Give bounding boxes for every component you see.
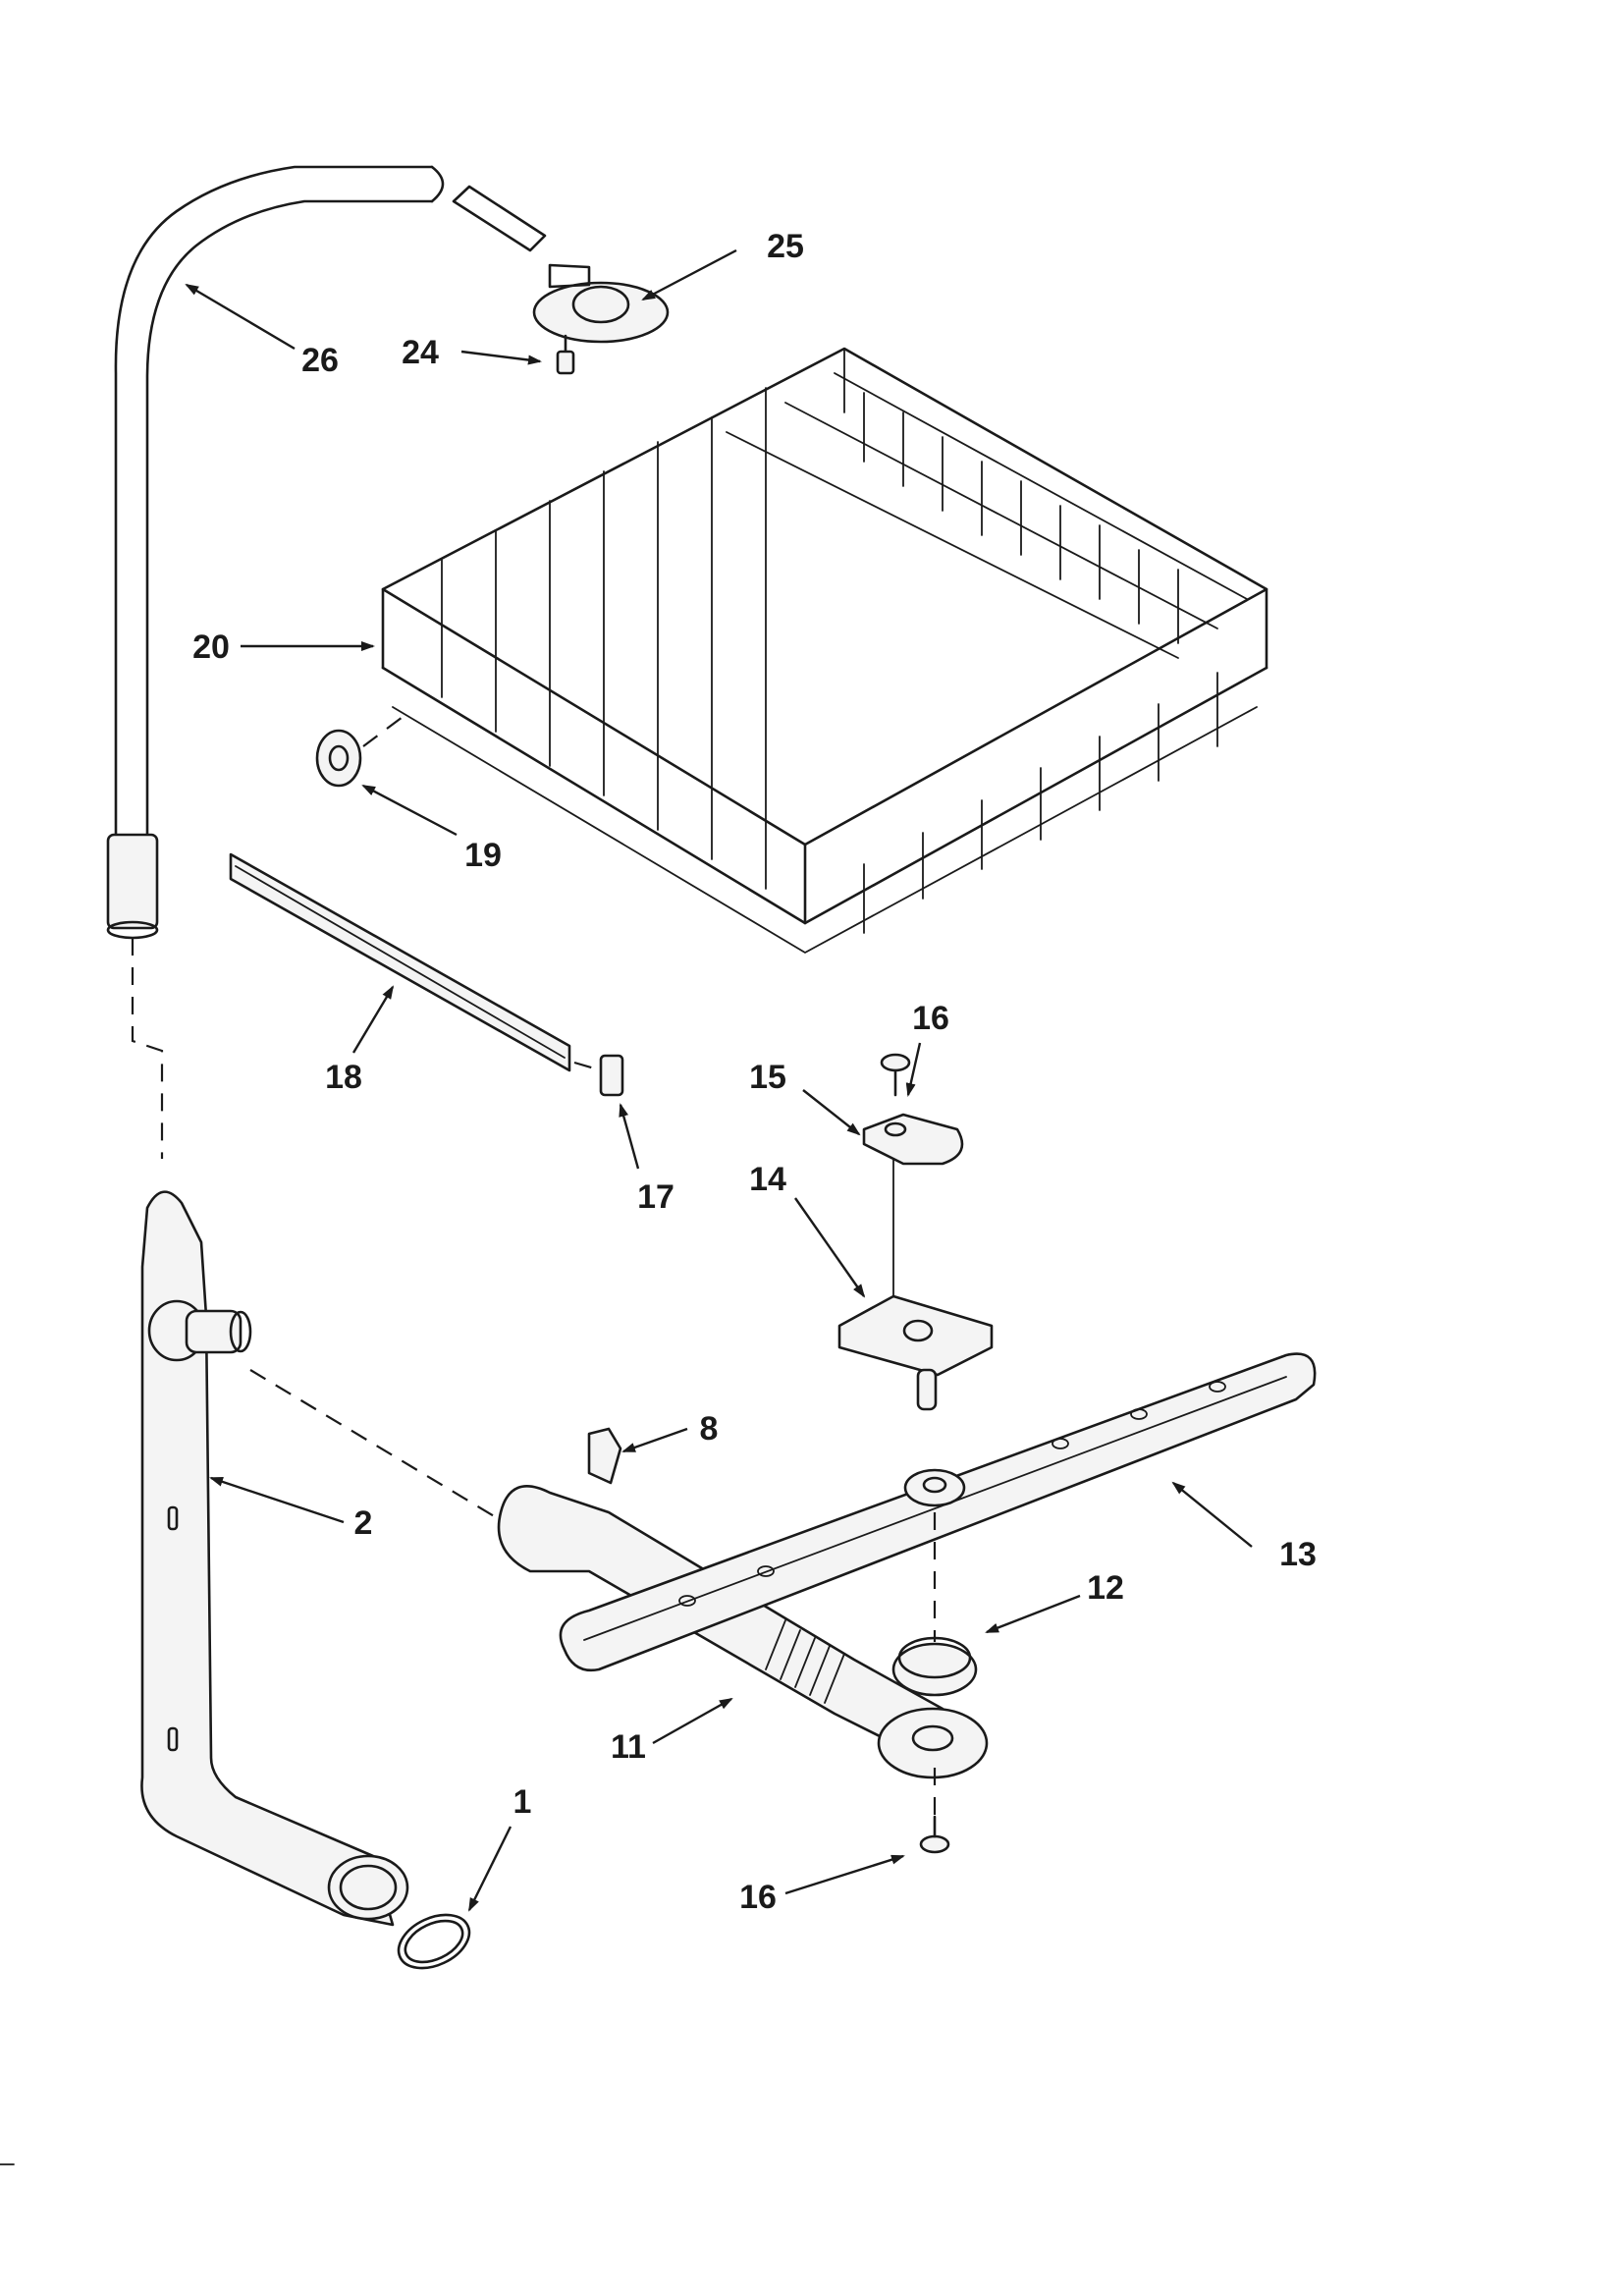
leader-lines: [185, 248, 1253, 1912]
callout-labels: 26 25 24 20 19 18 17 16 15 14 8 2 13 12 …: [192, 228, 1317, 1916]
rail-stop: [573, 1054, 624, 1097]
connection-line-tube: [131, 938, 164, 1159]
screw-16-upper: [880, 1053, 911, 1097]
rack-wheel: [315, 716, 404, 788]
callout-25: 25: [767, 228, 804, 265]
callout-14: 14: [749, 1161, 786, 1198]
upper-spray-tube: [106, 165, 547, 940]
callout-12: 12: [1087, 1569, 1124, 1607]
callout-16-lower: 16: [739, 1879, 777, 1916]
callout-24: 26: [301, 342, 339, 379]
seal-ring: [891, 1512, 978, 1697]
callout-17: 17: [637, 1178, 674, 1216]
upper-dishrack: [381, 347, 1268, 954]
screw-16-lower: [919, 1768, 950, 1854]
o-ring: [397, 1913, 471, 1970]
bracket-8: [587, 1427, 622, 1485]
spray-arm-mount: [862, 1113, 964, 1297]
lower-spray-arm: [559, 1352, 1317, 1672]
callout-11: 11: [611, 1728, 646, 1766]
lower-spray-manifold: [140, 1190, 497, 1927]
callout-15: 15: [749, 1059, 786, 1096]
spray-head: [532, 263, 670, 344]
callout-2: 2: [354, 1504, 373, 1542]
callout-13: 13: [1279, 1536, 1317, 1573]
callout-26: 24: [402, 334, 439, 371]
screw-26: [556, 334, 575, 375]
callout-1: 1: [513, 1783, 532, 1821]
spray-arm-bearing: [837, 1294, 994, 1411]
callout-20: 20: [192, 629, 230, 666]
callout-16-upper: 16: [912, 1000, 949, 1037]
rack-rail: [229, 852, 571, 1072]
callout-8: 8: [700, 1410, 719, 1448]
callout-19: 19: [464, 837, 502, 874]
callout-18: 18: [325, 1059, 362, 1096]
